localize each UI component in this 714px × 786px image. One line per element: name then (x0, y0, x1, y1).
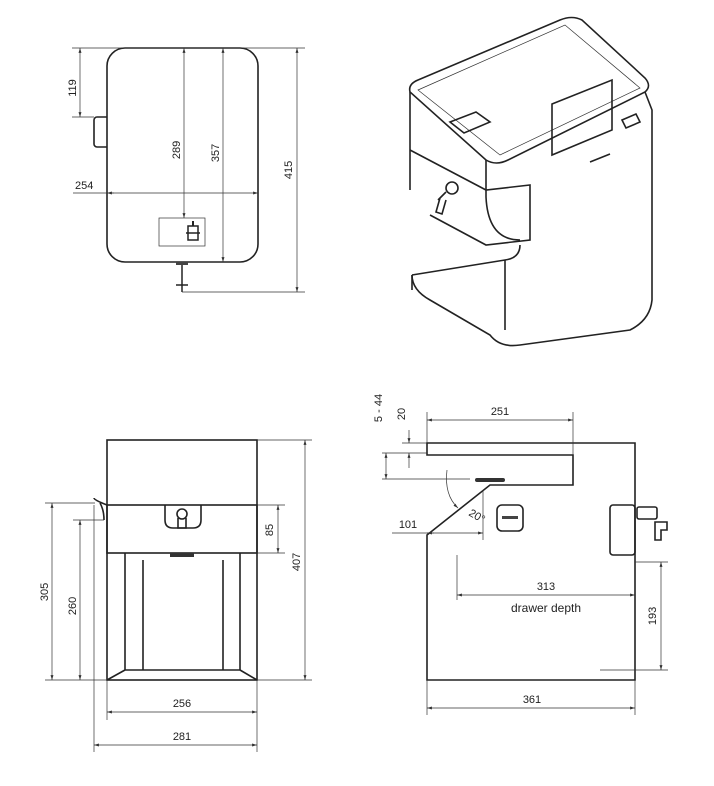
side-tab (93, 116, 107, 148)
dim-total-depth-label: 415 (283, 161, 295, 179)
dim-angle-label: 20° (467, 507, 487, 526)
iso-drawer-opening (411, 244, 521, 330)
front-key-icon (177, 518, 187, 529)
iso-drawer-band (409, 149, 531, 246)
front-lock-icon (176, 508, 188, 520)
side-logo-badge (496, 504, 524, 532)
iso-body (409, 91, 653, 347)
side-body-outline (426, 442, 636, 681)
side-view: 251 20 5 - 44 20° 101 313 drawer depth 1… (373, 394, 668, 715)
side-handle (475, 478, 505, 482)
dim-lock-height-label: 193 (647, 607, 659, 625)
iso-side-window (551, 78, 613, 157)
dim-drawer-label: 313 (537, 581, 555, 593)
front-view: 305 260 85 407 256 281 (39, 439, 312, 752)
front-body-outline (106, 439, 258, 681)
front-drawer-band (106, 504, 258, 554)
dim-width-label: 254 (75, 180, 93, 192)
dim-body-depth-label: 357 (210, 144, 222, 162)
isometric-view (408, 16, 653, 347)
dim-offset-label: 101 (399, 519, 417, 531)
dim-arm-length-label: 251 (491, 406, 509, 418)
iso-top-tray (408, 16, 650, 164)
top-view: 119 289 357 415 254 (67, 47, 305, 293)
lock-icon (186, 221, 200, 241)
iso-key-icon (435, 181, 459, 216)
lock-plate (158, 217, 206, 247)
dim-offset-label: 119 (67, 79, 79, 97)
dim-range-label: 5 - 44 (373, 394, 385, 422)
dim-band-label: 85 (264, 524, 276, 536)
dim-depth-label: 361 (523, 694, 541, 706)
key-icon (176, 262, 188, 292)
dim-total-height-label: 305 (39, 583, 51, 601)
dim-width-label: 256 (173, 698, 191, 710)
dim-height-label: 407 (291, 553, 303, 571)
front-side-tab (93, 497, 108, 521)
dim-lock-depth-label: 289 (171, 141, 183, 159)
side-key-icon (636, 506, 668, 541)
front-drawer-opening (106, 553, 258, 681)
side-lock-block (609, 504, 636, 556)
angle-arc (446, 469, 459, 509)
drawer-depth-caption: drawer depth (511, 601, 581, 615)
dim-total-width-label: 281 (173, 731, 191, 743)
dim-drawer-height-label: 260 (67, 597, 79, 615)
dim-thickness-label: 20 (396, 408, 408, 420)
iso-lock-plate (448, 111, 492, 134)
